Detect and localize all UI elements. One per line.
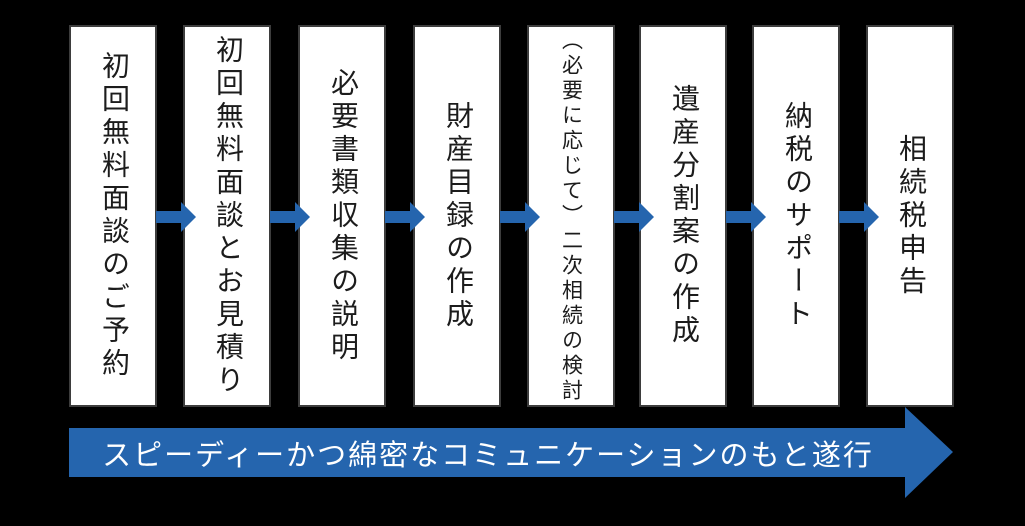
flow-arrow-shape — [270, 202, 310, 232]
step-box-4: 財産目録の作成 — [413, 25, 501, 407]
flow-arrow-icon — [500, 202, 540, 232]
step-box-2: 初回無料面談とお見積り — [183, 25, 271, 407]
flow-arrow-shape — [614, 202, 654, 232]
flow-arrow-icon — [270, 202, 310, 232]
flow-arrow-icon — [839, 202, 879, 232]
step-box-1: 初回無料面談のご予約 — [69, 25, 157, 407]
flow-arrow-shape — [385, 202, 425, 232]
step-label-5: （必要に応じて）二次相続の検討 — [559, 28, 584, 404]
flow-arrow-shape — [500, 202, 540, 232]
step-label-8: 相続税申告 — [895, 133, 926, 299]
flow-arrow-icon — [726, 202, 766, 232]
banner-arrow-icon — [69, 407, 953, 498]
step-box-6: 遺産分割案の作成 — [639, 25, 727, 407]
banner-label: スピーディーかつ綿密なコミュニケーションのもと遂行 — [102, 440, 874, 472]
step-label-6: 遺産分割案の作成 — [668, 84, 699, 348]
step-box-5: （必要に応じて）二次相続の検討 — [527, 25, 615, 407]
flow-arrow-shape — [726, 202, 766, 232]
flow-arrow-shape — [156, 202, 196, 232]
flow-arrow-icon — [385, 202, 425, 232]
step-box-7: 納税のサポート — [752, 25, 840, 407]
step-box-8: 相続税申告 — [866, 25, 954, 407]
step-label-4: 財産目録の作成 — [442, 100, 473, 332]
step-label-3: 必要書類収集の説明 — [327, 67, 358, 365]
step-label-1: 初回無料面談のご予約 — [98, 51, 129, 381]
step-box-3: 必要書類収集の説明 — [298, 25, 386, 407]
step-label-2: 初回無料面談とお見積り — [212, 34, 243, 398]
flow-arrow-shape — [839, 202, 879, 232]
flow-arrow-icon — [614, 202, 654, 232]
step-label-7: 納税のサポート — [781, 100, 812, 332]
flow-arrow-icon — [156, 202, 196, 232]
banner-arrow-shape — [69, 407, 953, 498]
